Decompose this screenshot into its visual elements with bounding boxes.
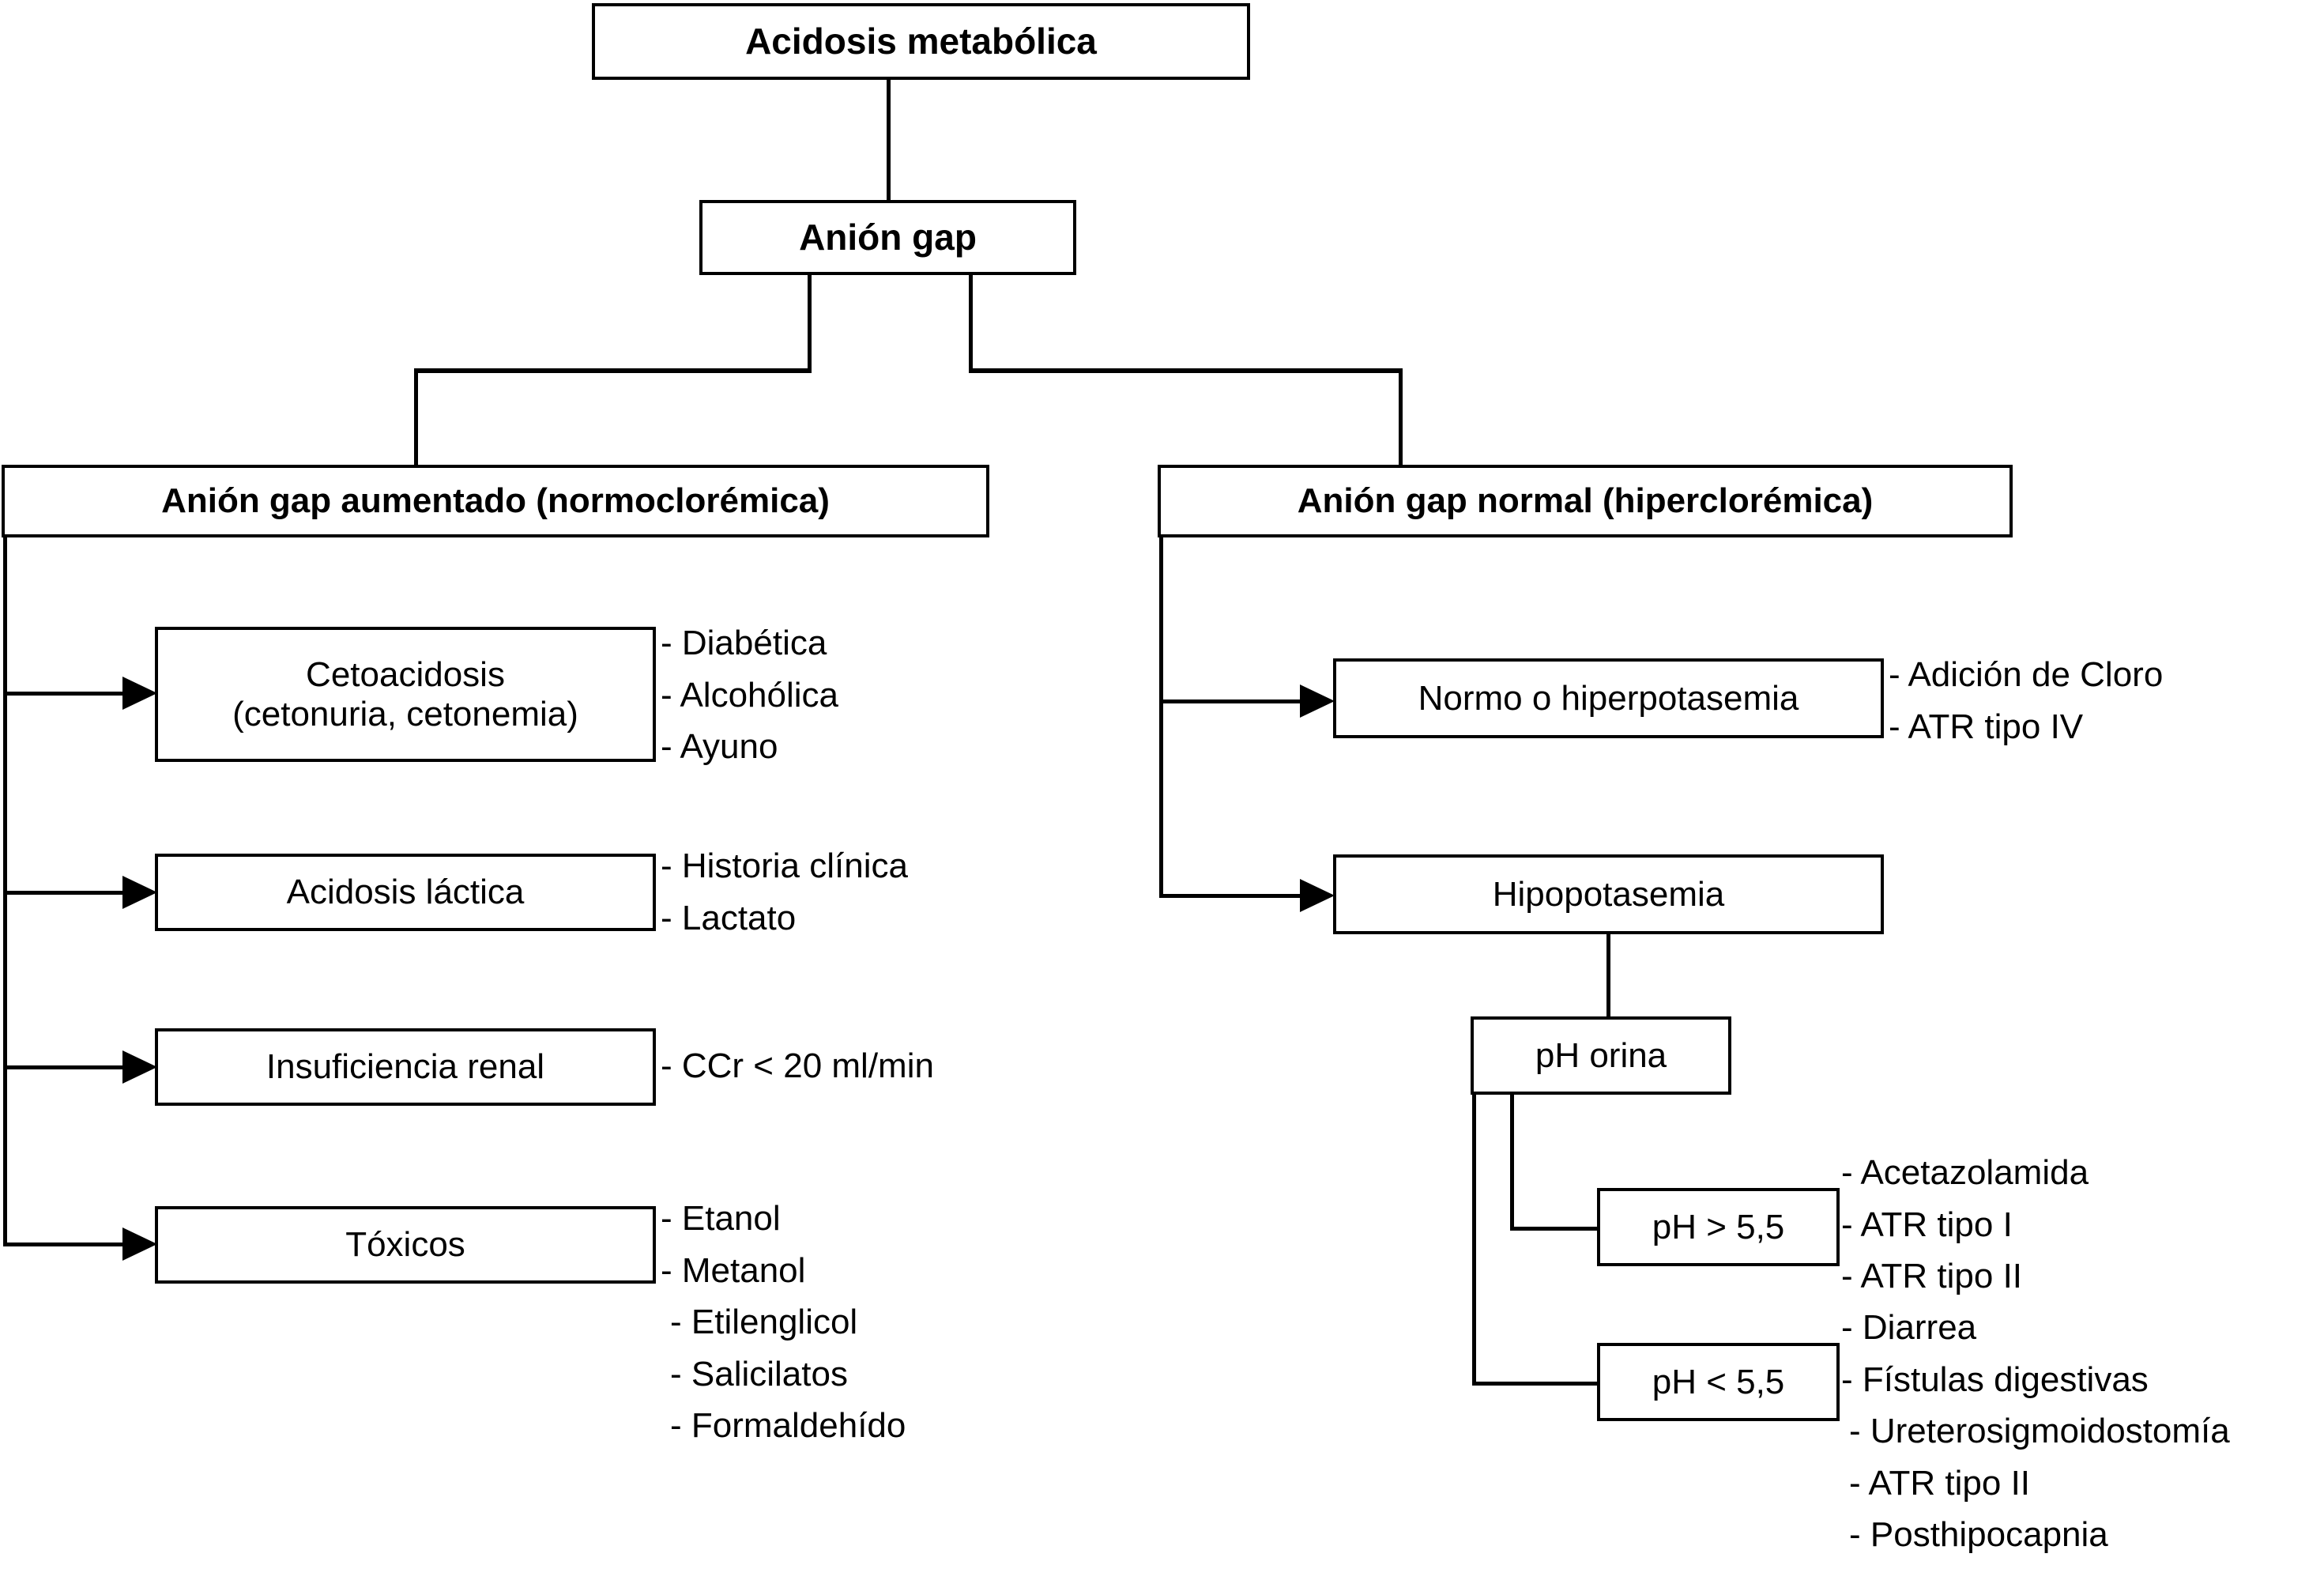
node-anion-gap[interactable]: Anión gap (699, 200, 1076, 275)
node-toxicos-label: Tóxicos (345, 1225, 465, 1265)
annotation-item: - Etanol (661, 1199, 781, 1238)
annotations-acidosis-lactica: - Historia clínica - Lactato (661, 847, 908, 937)
node-insuficiencia-renal[interactable]: Insuficiencia renal (155, 1028, 656, 1106)
connector-left-to-cetoacidosis (3, 692, 130, 696)
connector-hipopotasemia-to-ph-orina (1606, 934, 1610, 1016)
node-cetoacidosis[interactable]: Cetoacidosis (cetonuria, cetonemia) (155, 627, 656, 762)
annotation-item: - Posthipocapnia (1849, 1515, 2108, 1555)
annotation-item: - Formaldehído (670, 1406, 906, 1446)
annotation-item: - Acetazolamida (1841, 1153, 2089, 1192)
connector-phorina-to-phmenor-horizontal (1472, 1382, 1617, 1386)
connector-right-to-hipopotasemia (1159, 894, 1309, 898)
node-hipopotasemia[interactable]: Hipopotasemia (1333, 854, 1884, 934)
node-anion-gap-aumentado-label: Anión gap aumentado (normoclorémica) (161, 481, 830, 521)
annotations-normo-hiperpotasemia: - Adición de Cloro - ATR tipo IV (1889, 656, 2163, 745)
node-acidosis-lactica[interactable]: Acidosis láctica (155, 854, 656, 931)
annotation-item: - ATR tipo IV (1889, 707, 2084, 746)
connector-phorina-to-phmayor-horizontal (1510, 1227, 1617, 1231)
connector-left-to-acidosis-lactica (3, 891, 130, 895)
connector-left-to-toxicos (3, 1243, 130, 1246)
annotation-item: - Adición de Cloro (1889, 655, 2164, 694)
annotation-item: - Fístulas digestivas (1841, 1359, 2149, 1399)
connector-aniongap-left-horizontal (414, 368, 812, 373)
node-acidosis-metabolica[interactable]: Acidosis metabólica (592, 3, 1250, 80)
node-normo-o-hiperpotasemia[interactable]: Normo o hiperpotasemia (1333, 658, 1884, 738)
annotations-ph-mayor: - Acetazolamida - ATR tipo I - ATR tipo … (1841, 1154, 2089, 1295)
annotation-item: - Salicilatos (670, 1354, 848, 1393)
node-anion-gap-label: Anión gap (799, 216, 977, 258)
arrowhead-to-acidosis-lactica (122, 876, 157, 909)
node-normo-o-hiperpotasemia-label: Normo o hiperpotasemia (1418, 678, 1799, 718)
annotation-item: - ATR tipo II (1849, 1463, 2031, 1503)
connector-root-to-aniongap (887, 80, 891, 200)
annotation-item: - Diabética (661, 624, 827, 662)
annotation-item: - Metanol (661, 1250, 806, 1290)
node-anion-gap-normal[interactable]: Anión gap normal (hiperclorémica) (1158, 465, 2013, 537)
connector-aniongap-right-stub (969, 275, 973, 371)
node-cetoacidosis-label: Cetoacidosis (cetonuria, cetonemia) (232, 655, 578, 733)
arrowhead-to-normo-hiperpotasemia (1300, 684, 1335, 718)
node-ph-mayor-5-5-label: pH > 5,5 (1652, 1207, 1785, 1246)
node-ph-menor-5-5[interactable]: pH < 5,5 (1597, 1343, 1840, 1421)
connector-aniongap-right-horizontal (969, 368, 1403, 373)
node-acidosis-metabolica-label: Acidosis metabólica (745, 20, 1097, 62)
node-ph-orina[interactable]: pH orina (1471, 1016, 1731, 1095)
connector-aniongap-right-drop (1399, 368, 1403, 509)
annotations-toxicos: - Etanol - Metanol - Etilenglicol - Sali… (661, 1200, 906, 1445)
connector-left-to-insuficiencia-renal (3, 1065, 130, 1069)
annotation-item: - Diarrea (1841, 1308, 1977, 1347)
right-branch-spine (1159, 537, 1163, 897)
connector-phorina-to-phmenor-drop (1472, 1095, 1476, 1386)
node-anion-gap-normal-label: Anión gap normal (hiperclorémica) (1297, 481, 1874, 521)
arrowhead-to-insuficiencia-renal (122, 1050, 157, 1084)
node-anion-gap-aumentado[interactable]: Anión gap aumentado (normoclorémica) (2, 465, 989, 537)
connector-aniongap-left-stub (808, 275, 812, 371)
node-ph-mayor-5-5[interactable]: pH > 5,5 (1597, 1188, 1840, 1266)
annotation-item: - ATR tipo II (1841, 1257, 2023, 1296)
arrowhead-to-hipopotasemia (1300, 879, 1335, 912)
annotation-item: - Ureterosigmoidostomía (1849, 1412, 2230, 1451)
annotation-item: - Etilenglicol (670, 1303, 858, 1342)
connector-phorina-to-phmayor-drop (1510, 1095, 1514, 1231)
annotation-item: - Alcohólica (661, 675, 839, 715)
node-ph-orina-label: pH orina (1535, 1035, 1667, 1075)
arrowhead-to-toxicos (122, 1227, 157, 1261)
connector-aniongap-left-drop (414, 368, 418, 509)
annotation-item: - Ayuno (661, 727, 778, 767)
connector-right-to-normo-hiperpotasemia (1159, 699, 1309, 703)
annotations-cetoacidosis: - Diabética - Alcohólica - Ayuno (661, 624, 838, 766)
annotation-item: - Historia clínica (661, 847, 908, 885)
node-acidosis-lactica-label: Acidosis láctica (286, 873, 525, 912)
annotations-ph-menor: - Diarrea - Fístulas digestivas - Ureter… (1841, 1309, 2230, 1554)
annotation-item: - ATR tipo I (1841, 1205, 2013, 1244)
node-ph-menor-5-5-label: pH < 5,5 (1652, 1362, 1785, 1401)
node-hipopotasemia-label: Hipopotasemia (1492, 874, 1725, 914)
annotations-insuficiencia-renal: - CCr < 20 ml/min (661, 1047, 934, 1085)
node-toxicos[interactable]: Tóxicos (155, 1206, 656, 1284)
arrowhead-to-cetoacidosis (122, 677, 157, 710)
annotation-item: - CCr < 20 ml/min (661, 1046, 934, 1085)
node-insuficiencia-renal-label: Insuficiencia renal (266, 1047, 545, 1087)
annotation-item: - Lactato (661, 898, 797, 937)
